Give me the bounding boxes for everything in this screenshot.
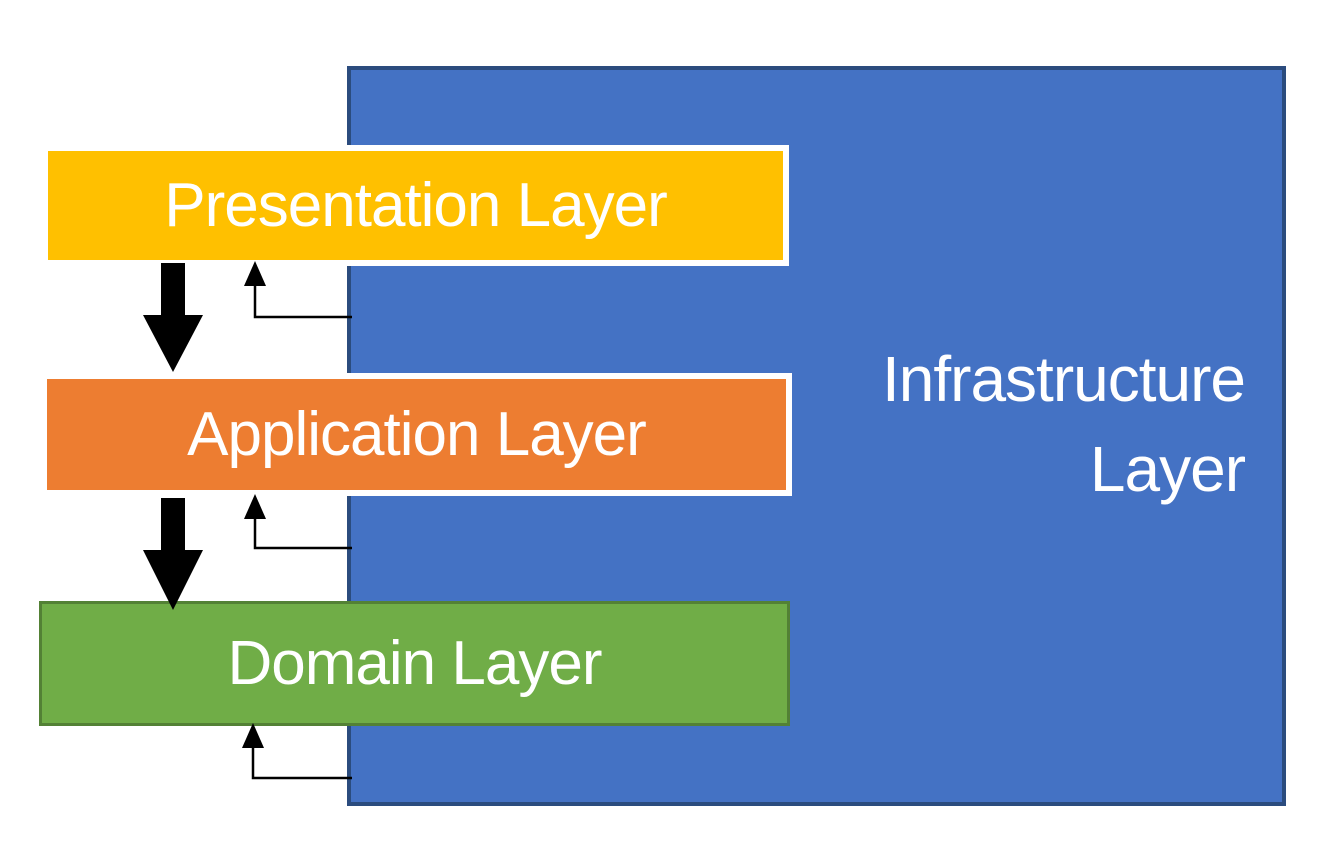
presentation-layer-label: Presentation Layer	[164, 171, 667, 240]
infrastructure-label-line2: Layer	[1089, 433, 1246, 505]
presentation-layer-box: Presentation Layer	[42, 145, 789, 266]
domain-layer-box: Domain Layer	[39, 601, 790, 726]
infrastructure-layer-label: Infrastructure Layer	[881, 334, 1246, 514]
arrow-infrastructure-to-domain	[242, 723, 352, 780]
application-layer-box: Application Layer	[41, 373, 792, 496]
infrastructure-label-line1: Infrastructure	[881, 343, 1246, 415]
arrow-infrastructure-to-application	[244, 494, 352, 550]
application-layer-label: Application Layer	[187, 400, 647, 469]
arrow-application-to-domain	[143, 498, 203, 610]
arrow-presentation-to-application	[143, 263, 203, 372]
arrow-infrastructure-to-presentation	[244, 261, 352, 319]
domain-layer-label: Domain Layer	[227, 629, 603, 698]
